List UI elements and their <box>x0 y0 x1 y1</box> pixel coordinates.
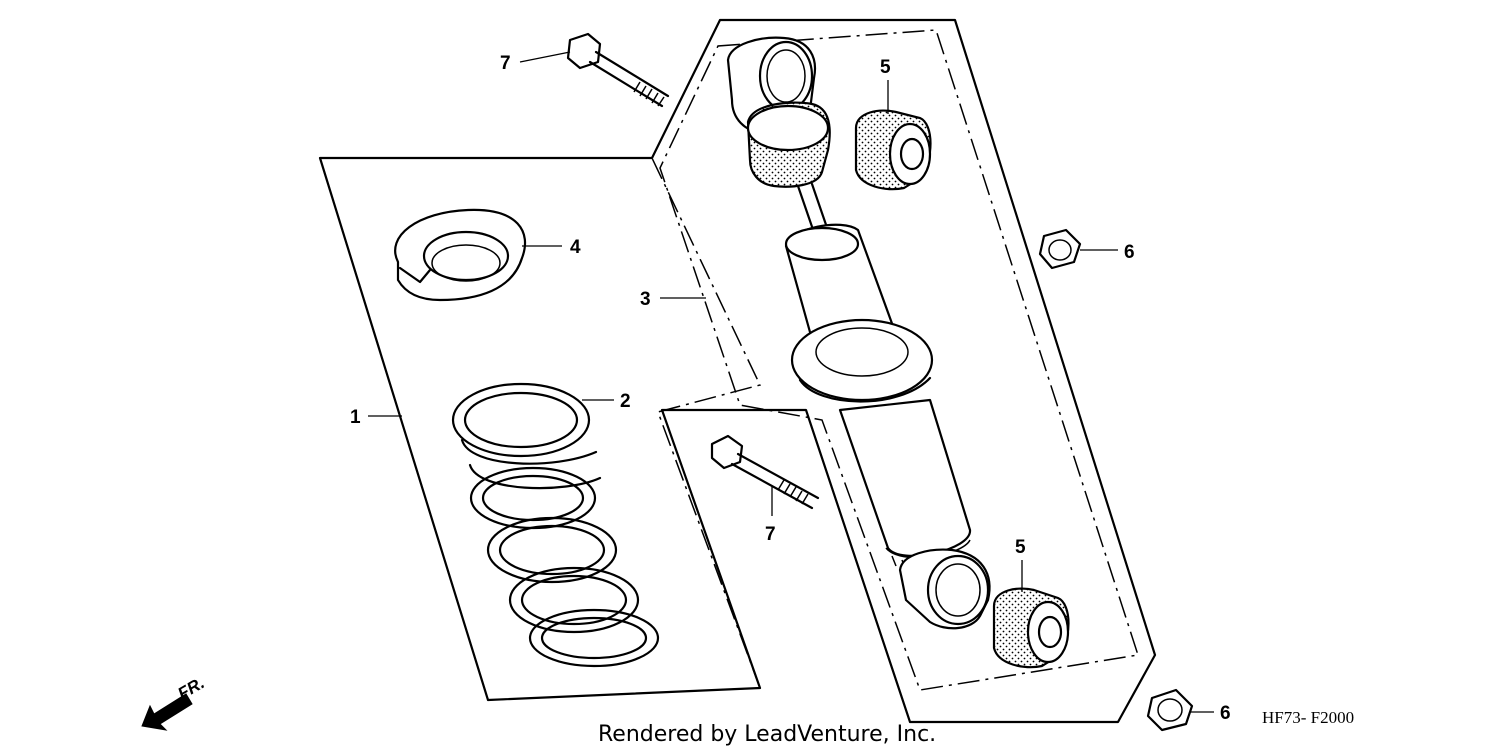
callout-7-upper: 7 <box>500 53 511 74</box>
callout-3: 3 <box>640 289 651 310</box>
callout-6-lower: 6 <box>1220 703 1231 724</box>
callout-4: 4 <box>570 237 581 258</box>
flange-nut-lower <box>1146 688 1194 732</box>
flange-nut-upper <box>1038 228 1082 270</box>
callout-7-lower: 7 <box>765 524 776 545</box>
shock-absorber <box>726 36 991 630</box>
shock-assembly-outline <box>659 29 1139 691</box>
callout-5-upper: 5 <box>880 57 891 78</box>
outer-frame-outline <box>318 18 1157 724</box>
flange-bolt-upper <box>566 32 670 108</box>
arrow-left-down-icon <box>141 693 193 731</box>
flange-bolt-lower <box>710 434 820 510</box>
diagram-code: HF73- F2000 <box>1262 708 1354 727</box>
rubber-bushing-upper <box>854 109 932 191</box>
render-credit: Rendered by LeadVenture, Inc. <box>598 722 936 747</box>
callout-6-upper: 6 <box>1124 242 1135 263</box>
callout-1: 1 <box>350 407 361 428</box>
leader-7-upper <box>519 51 571 63</box>
front-direction-indicator: FR. <box>141 673 208 731</box>
spring-seat <box>394 208 527 302</box>
callout-5-lower: 5 <box>1015 537 1026 558</box>
coil-spring <box>451 382 660 668</box>
rubber-bushing-lower <box>992 587 1070 669</box>
callout-2: 2 <box>620 391 631 412</box>
